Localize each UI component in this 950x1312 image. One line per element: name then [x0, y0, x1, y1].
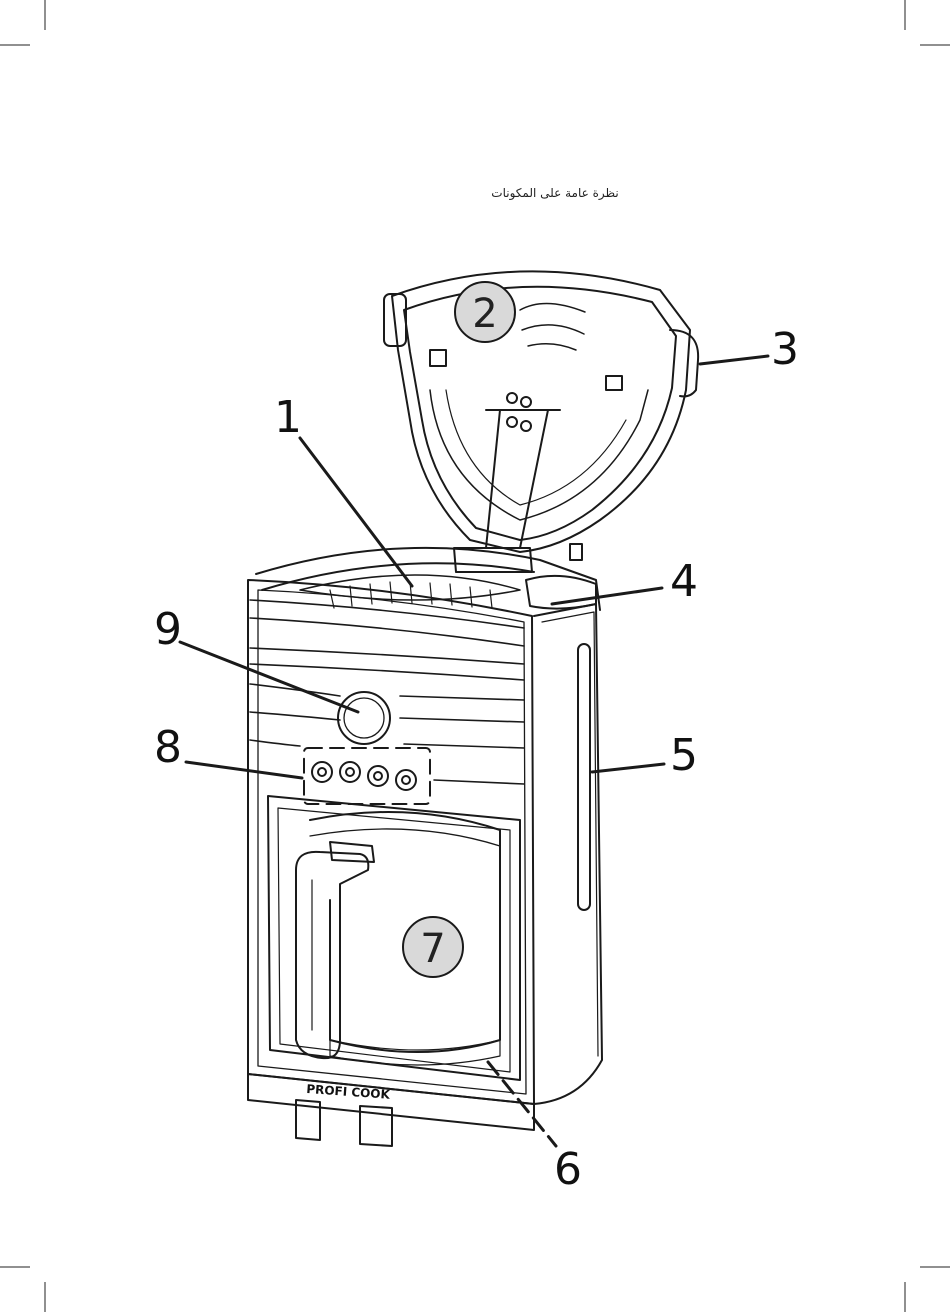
- callout-4: 4: [670, 556, 698, 607]
- brand-logo: PROFI COOK: [306, 1082, 391, 1102]
- body: [248, 548, 602, 1146]
- callout-6: 6: [554, 1144, 582, 1195]
- callout-1: 1: [274, 392, 302, 443]
- svg-text:7: 7: [420, 926, 445, 972]
- svg-text:2: 2: [472, 291, 497, 337]
- callout-badge-2: 2: [455, 282, 515, 342]
- callout-badge-7: 7: [403, 917, 463, 977]
- carafe: [296, 812, 500, 1065]
- callout-5: 5: [670, 730, 698, 781]
- callout-8: 8: [154, 722, 182, 773]
- lid: [384, 271, 698, 572]
- callout-9: 9: [154, 604, 182, 655]
- callout-3: 3: [771, 324, 799, 375]
